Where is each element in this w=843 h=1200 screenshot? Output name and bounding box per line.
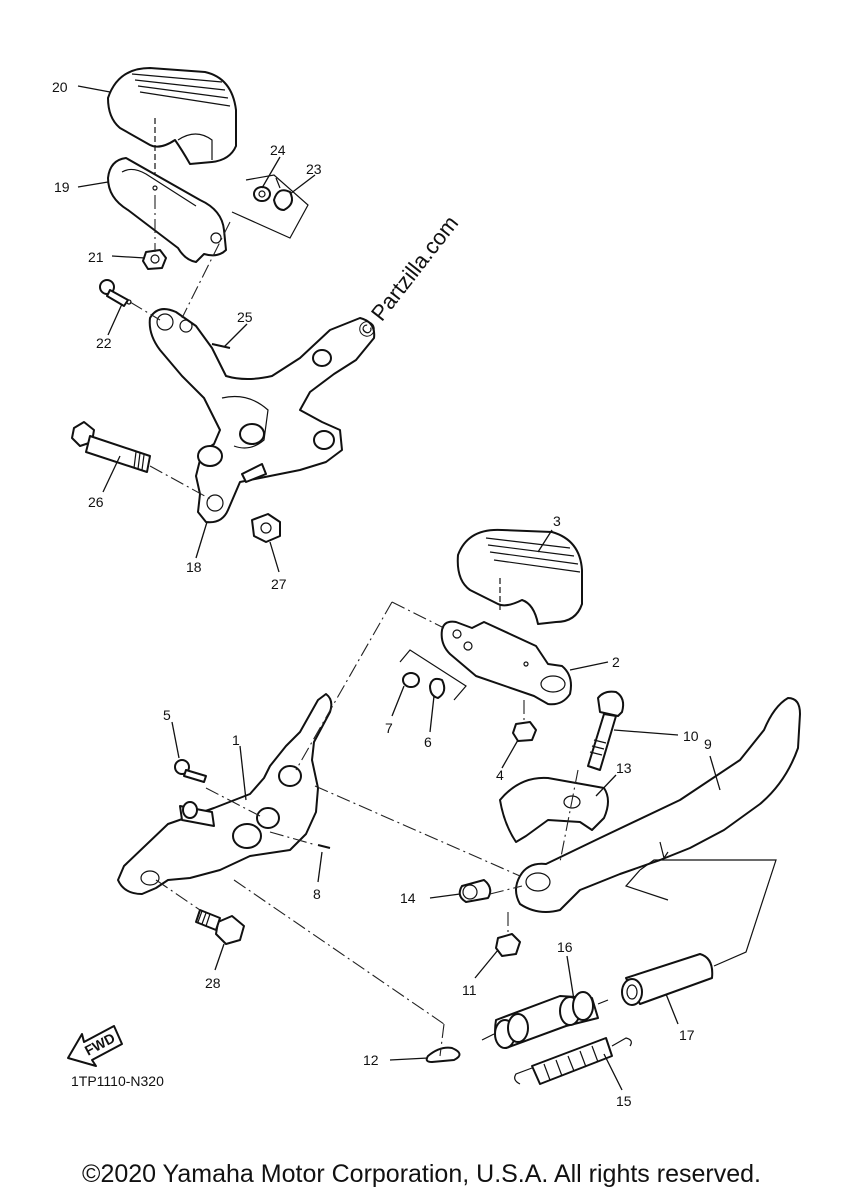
part-23-spring[interactable] bbox=[273, 177, 293, 211]
fwd-arrow-icon: FWD bbox=[67, 1025, 123, 1067]
part-9-sidestand[interactable] bbox=[515, 697, 801, 913]
part-12-clip[interactable] bbox=[425, 1046, 461, 1063]
part-8-cotter-pin[interactable] bbox=[317, 844, 331, 849]
copyright-notice: ©2020 Yamaha Motor Corporation, U.S.A. A… bbox=[82, 1160, 761, 1188]
part-5-pin[interactable] bbox=[174, 759, 207, 783]
part-11-nut[interactable] bbox=[495, 933, 521, 957]
callout-6: 6 bbox=[424, 734, 432, 750]
callout-19: 19 bbox=[54, 179, 70, 195]
part-18-footrest-stay[interactable] bbox=[148, 308, 376, 524]
callout-14: 14 bbox=[400, 890, 416, 906]
part-16-spring[interactable] bbox=[481, 991, 609, 1049]
callout-7: 7 bbox=[385, 720, 393, 736]
part-4-nut[interactable] bbox=[512, 721, 537, 742]
part-17-tube[interactable] bbox=[621, 953, 714, 1006]
part-25-cotter-pin[interactable] bbox=[211, 343, 231, 349]
part-27-nut[interactable] bbox=[251, 513, 281, 543]
callout-20: 20 bbox=[52, 79, 68, 95]
callout-17: 17 bbox=[679, 1027, 695, 1043]
callout-13: 13 bbox=[616, 760, 632, 776]
part-2-footrest-bracket[interactable] bbox=[440, 620, 572, 706]
part-19-footrest-bracket[interactable] bbox=[107, 157, 227, 263]
callout-12: 12 bbox=[363, 1052, 379, 1068]
callout-26: 26 bbox=[88, 494, 104, 510]
part-10-bolt[interactable] bbox=[587, 690, 625, 771]
callout-25: 25 bbox=[237, 309, 253, 325]
part-22-pin[interactable] bbox=[99, 279, 132, 307]
callout-1: 1 bbox=[232, 732, 240, 748]
callout-28: 28 bbox=[205, 975, 221, 991]
callout-10: 10 bbox=[683, 728, 699, 744]
callout-8: 8 bbox=[313, 886, 321, 902]
callout-2: 2 bbox=[612, 654, 620, 670]
callout-11: 11 bbox=[462, 982, 477, 998]
diagram-code: 1TP1110-N320 bbox=[71, 1073, 164, 1089]
callout-5: 5 bbox=[163, 707, 171, 723]
callout-27: 27 bbox=[271, 576, 287, 592]
callout-9: 9 bbox=[704, 736, 712, 752]
part-13-bracket[interactable] bbox=[499, 776, 609, 843]
part-1-footrest-stay[interactable] bbox=[117, 693, 333, 895]
part-21-nut[interactable] bbox=[142, 249, 167, 270]
callout-15: 15 bbox=[616, 1093, 632, 1109]
callout-21: 21 bbox=[88, 249, 104, 265]
callout-16: 16 bbox=[557, 939, 573, 955]
watermark-text: © Partzilla.com bbox=[352, 211, 463, 343]
callout-4: 4 bbox=[496, 767, 504, 783]
part-24-collar[interactable] bbox=[253, 186, 271, 202]
part-26-bolt[interactable] bbox=[71, 421, 151, 473]
part-3-footrest-rubber[interactable] bbox=[456, 528, 583, 625]
callout-23: 23 bbox=[306, 161, 322, 177]
part-14-collar[interactable] bbox=[458, 879, 492, 903]
part-15-spring[interactable] bbox=[514, 1037, 632, 1085]
part-7-collar[interactable] bbox=[402, 672, 420, 688]
part-6-spring[interactable] bbox=[429, 677, 446, 699]
callout-18: 18 bbox=[186, 559, 202, 575]
callout-3: 3 bbox=[553, 513, 561, 529]
part-28-bolt[interactable] bbox=[195, 909, 245, 945]
callout-22: 22 bbox=[96, 335, 112, 351]
callout-24: 24 bbox=[270, 142, 286, 158]
